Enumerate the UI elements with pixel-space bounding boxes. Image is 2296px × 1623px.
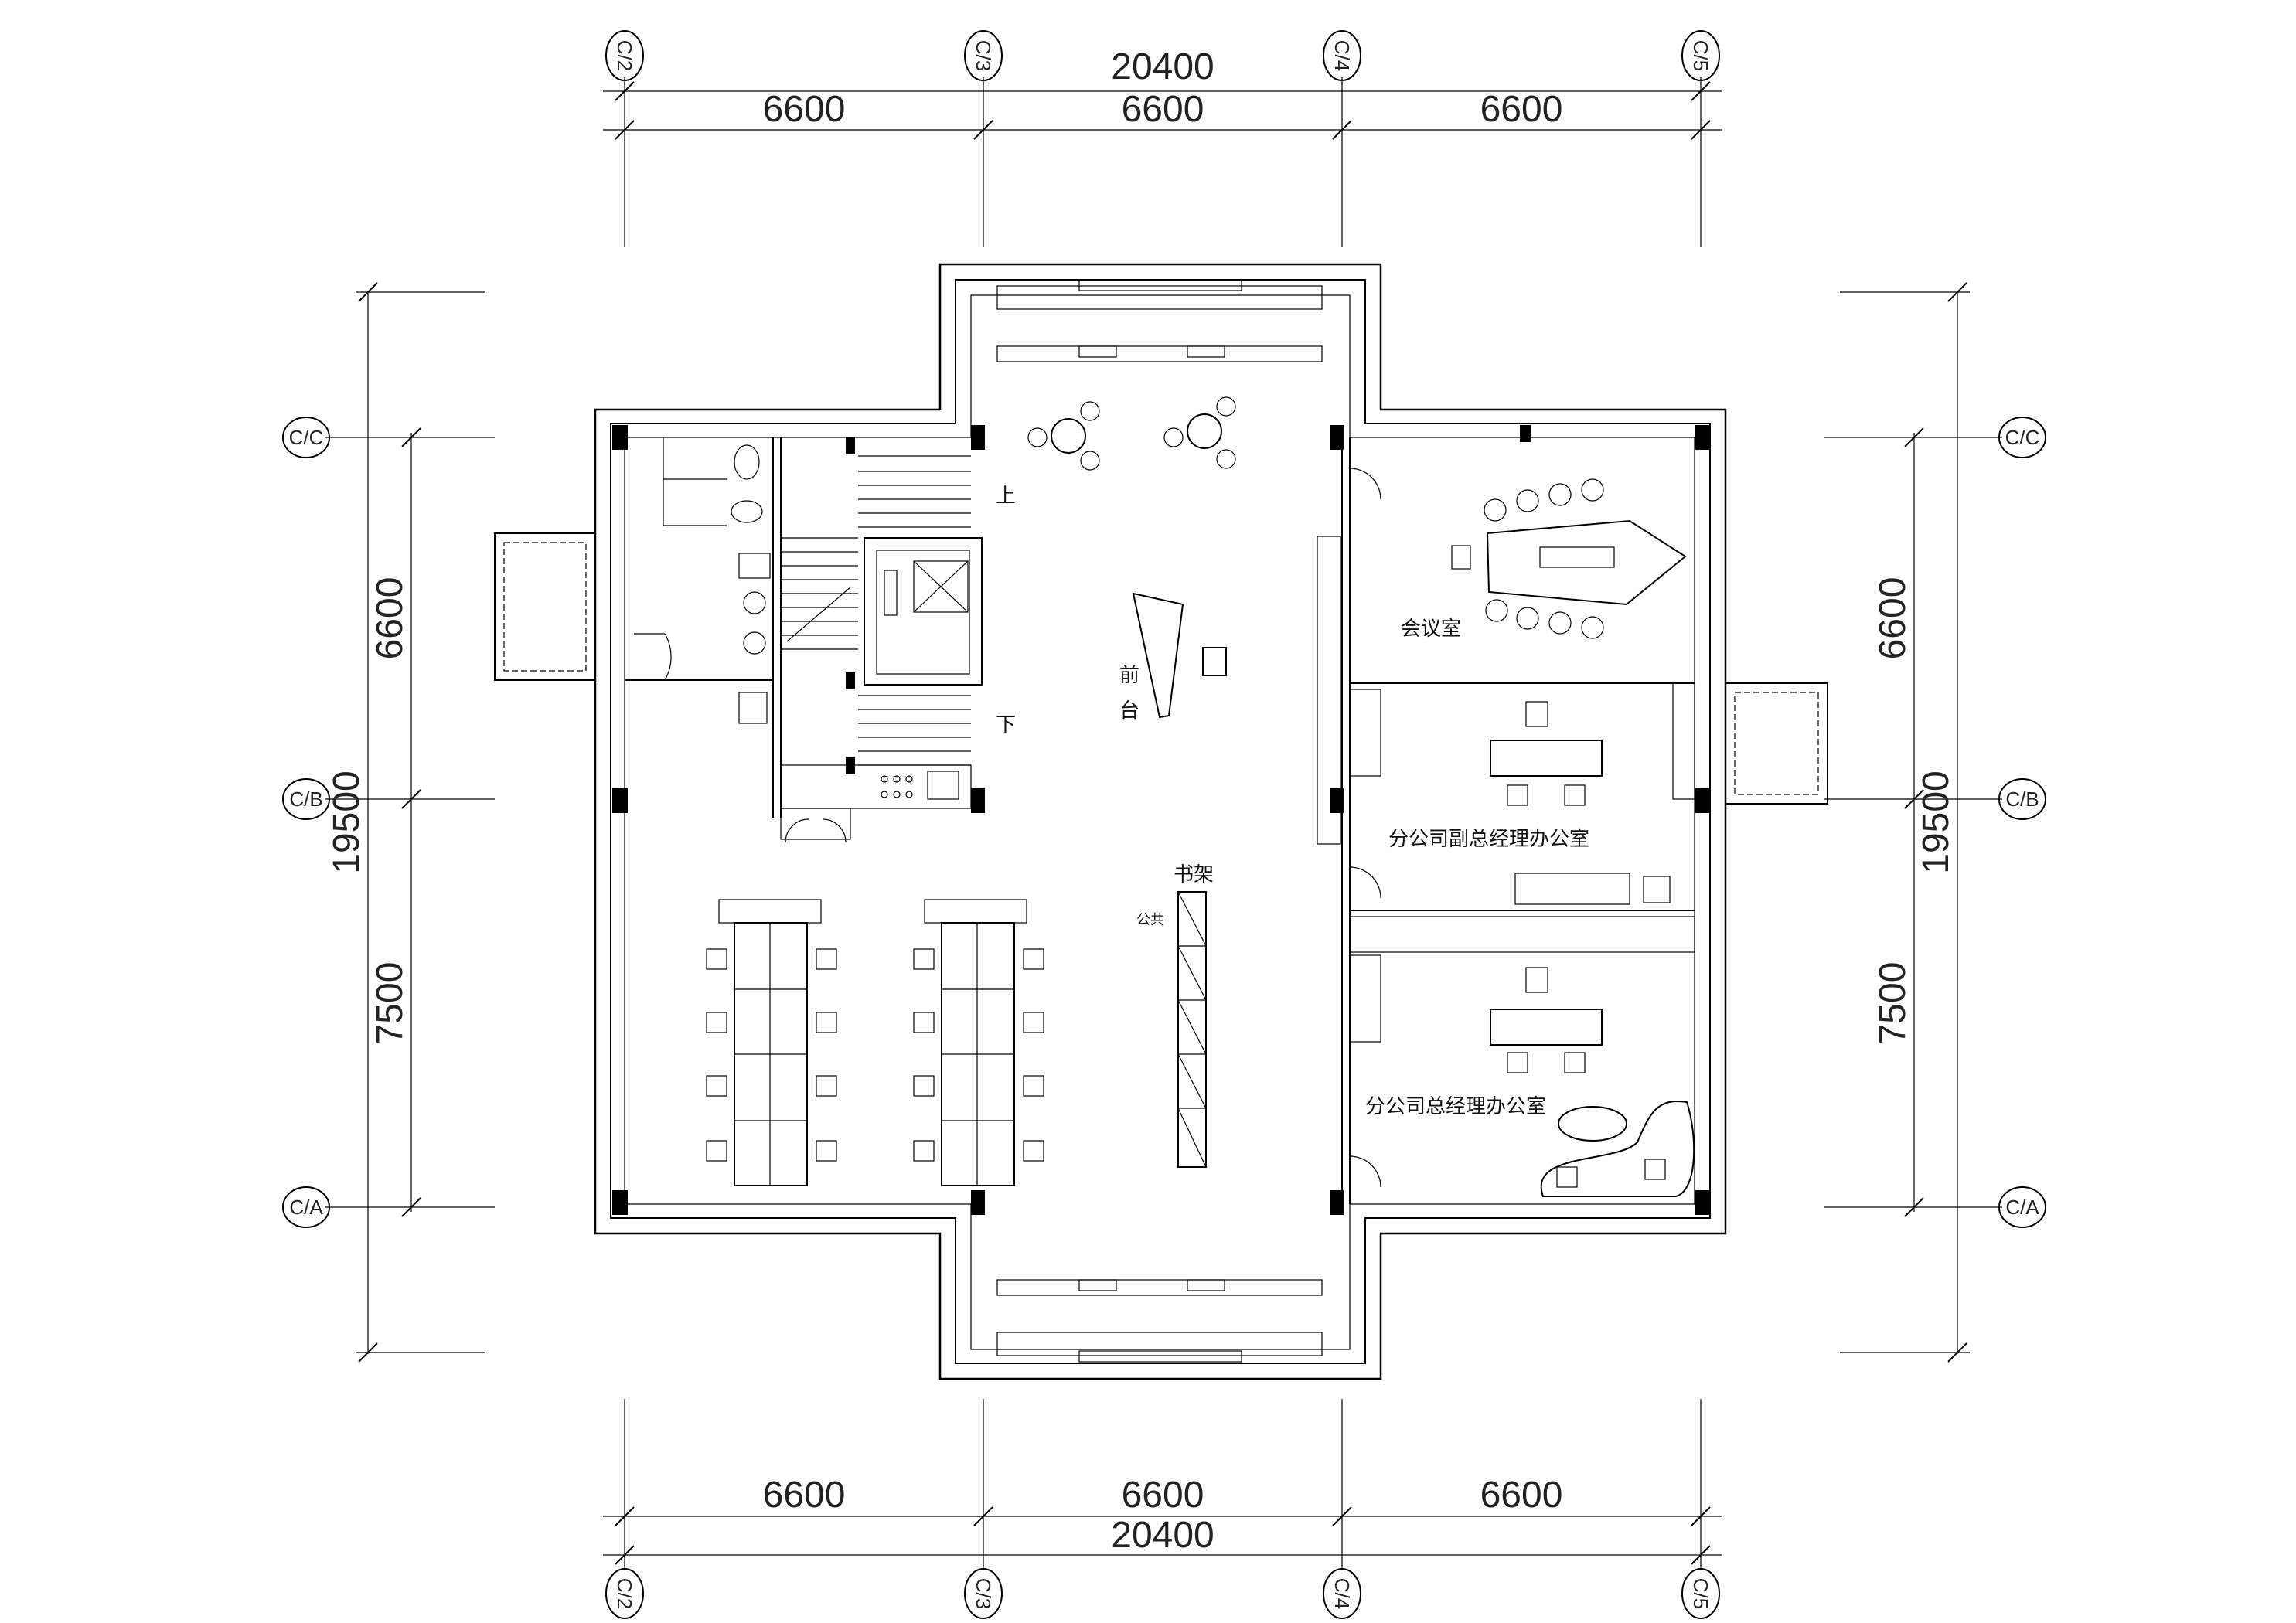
deputy-manager-desk [1490, 701, 1671, 905]
top-dimension-2: 6600 [1122, 89, 1204, 130]
right-dimension-2: 7500 [1872, 962, 1913, 1045]
left-entrance-canopy [494, 532, 596, 681]
axis-label-cc-left: C/C [289, 426, 324, 449]
general-manager-cabinet [1349, 954, 1381, 1043]
top-dimension-3: 6600 [1480, 89, 1563, 130]
upper-stair-treads [858, 455, 971, 528]
axis-label-c3-top: C/3 [972, 40, 995, 71]
open-office-chairs [706, 948, 1044, 1162]
right-total-dimension: 19500 [1916, 771, 1957, 873]
axis-label-c4-top: C/4 [1330, 40, 1354, 71]
meeting-table [1486, 519, 1687, 606]
bottom-dimension-group: 6600 6600 6600 20400 [603, 1399, 1722, 1569]
restroom-area [625, 437, 782, 818]
open-office-desk-right [924, 899, 1027, 1186]
bottom-dimension-2: 6600 [1122, 1475, 1204, 1516]
right-entrance-canopy [1725, 682, 1828, 805]
deputy-manager-office-label: 分公司副总经理办公室 [1388, 828, 1589, 851]
top-dimension-1: 6600 [763, 89, 846, 130]
top-axis-bubbles: C/2 C/3 C/4 C/5 [605, 30, 1720, 81]
left-total-dimension: 19500 [326, 771, 367, 873]
axis-label-cb-left: C/B [289, 788, 322, 811]
structural-columns [612, 425, 1710, 1215]
reception-label-1: 前 [1119, 664, 1139, 687]
door-swings [1349, 468, 1381, 1188]
left-axis-bubbles: C/C C/B C/A [282, 417, 330, 1228]
side-stair-treads [781, 537, 858, 650]
reception-label-2: 台 [1119, 699, 1139, 723]
open-office-desk-left [718, 899, 822, 1186]
stair-and-elevator-core [780, 455, 983, 843]
top-dimension-group: 20400 6600 6600 6600 [603, 46, 1722, 247]
bottom-porch-details [996, 1279, 1323, 1363]
right-dimension-group: 6600 7500 19500 [1824, 282, 2002, 1363]
reception-desk [1132, 592, 1227, 719]
axis-label-c4-bottom: C/4 [1330, 1578, 1354, 1609]
bottom-total-dimension: 20400 [1111, 1515, 1214, 1556]
building-outline [594, 263, 1727, 1380]
stair-up-label: 上 [996, 485, 1016, 508]
axis-label-c2-top: C/2 [613, 40, 636, 71]
right-wing-partitions [1317, 437, 1695, 1204]
axis-label-ca-left: C/A [289, 1196, 323, 1219]
stove-burners [881, 775, 913, 798]
general-manager-desk [1490, 967, 1695, 1197]
meeting-room-label: 会议室 [1401, 618, 1461, 641]
left-dimension-2: 7500 [370, 962, 410, 1045]
bottom-dimension-3: 6600 [1480, 1475, 1563, 1516]
public-label: 公共 [1136, 912, 1164, 928]
lobby-round-tables [1027, 396, 1236, 471]
axis-label-c2-bottom: C/2 [613, 1578, 636, 1609]
left-dimension-1: 6600 [370, 577, 410, 660]
axis-label-c5-bottom: C/5 [1689, 1578, 1712, 1609]
axis-label-c3-bottom: C/3 [972, 1578, 995, 1609]
meeting-chairs [1451, 478, 1604, 639]
stair-down-label: 下 [996, 713, 1016, 737]
bookshelf-label: 书架 [1174, 863, 1214, 886]
left-dimension-group: 6600 7500 19500 [325, 282, 495, 1363]
bottom-axis-bubbles: C/2 C/3 C/4 C/5 [605, 1568, 1720, 1619]
bookshelf [1177, 891, 1207, 1168]
general-manager-office-label: 分公司总经理办公室 [1365, 1095, 1546, 1118]
lower-stair-treads [858, 695, 971, 766]
bottom-dimension-1: 6600 [763, 1475, 846, 1516]
right-dimension-1: 6600 [1872, 577, 1913, 660]
axis-label-ca-right: C/A [2005, 1196, 2039, 1219]
deputy-cabinet [1349, 689, 1381, 777]
axis-label-cc-right: C/C [2005, 426, 2040, 449]
top-total-dimension: 20400 [1111, 46, 1214, 87]
axis-label-cb-right: C/B [2005, 788, 2039, 811]
right-axis-bubbles: C/C C/B C/A [1998, 417, 2046, 1228]
axis-label-c5-top: C/5 [1689, 40, 1712, 71]
top-porch-details [996, 279, 1323, 362]
